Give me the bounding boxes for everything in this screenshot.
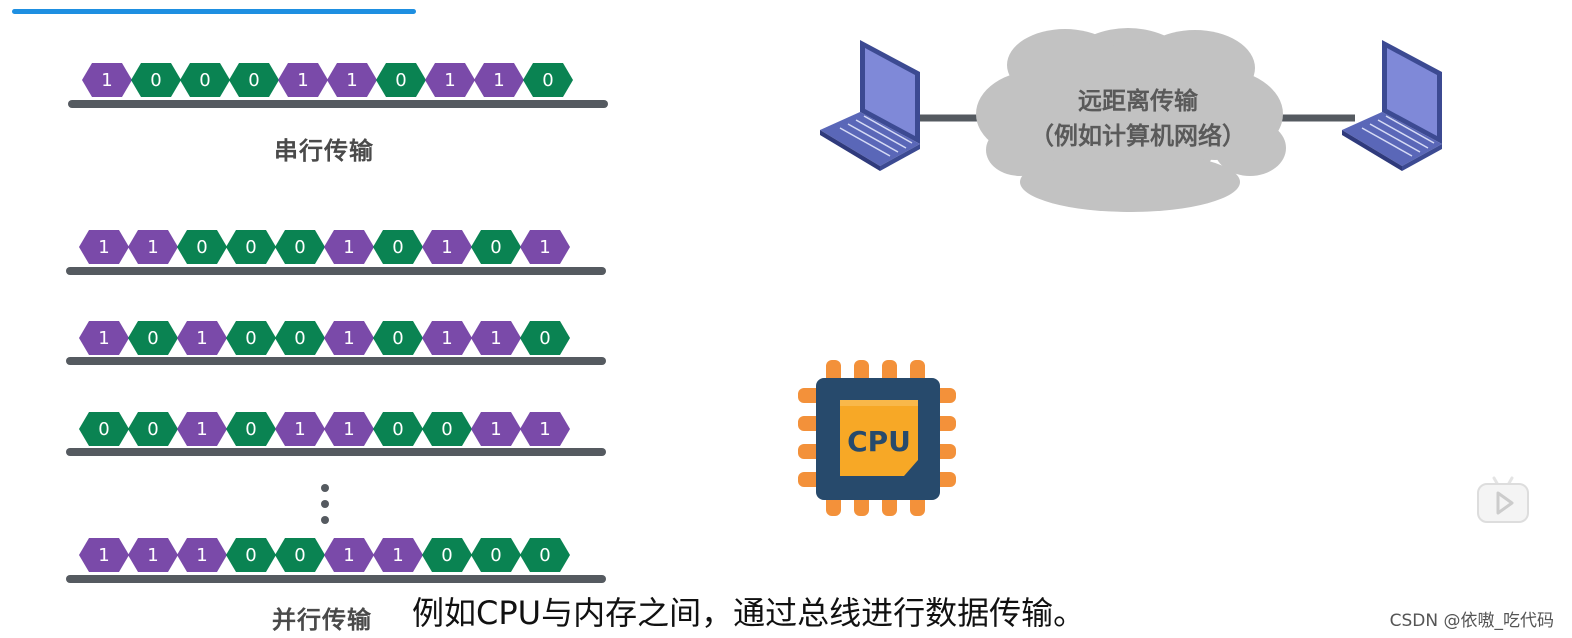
- bit-cell: 1: [373, 538, 423, 572]
- bit-cell: 0: [422, 412, 472, 446]
- parallel-line: [66, 575, 606, 583]
- bit-cell: 1: [327, 63, 377, 97]
- bit-cell: 0: [180, 63, 230, 97]
- parallel-line: [66, 267, 606, 275]
- bit-cell: 1: [128, 230, 178, 264]
- cpu-icon: CPU: [798, 360, 956, 516]
- bit-cell: 1: [177, 538, 227, 572]
- bit-cell: 0: [471, 230, 521, 264]
- bit-cell: 1: [177, 321, 227, 355]
- bit-cell: 1: [79, 230, 129, 264]
- serial-line: [68, 100, 608, 108]
- network-diagram: [820, 28, 1442, 212]
- bit-cell: 1: [324, 321, 374, 355]
- cloud-icon: [976, 28, 1286, 212]
- csdn-watermark: CSDN @依嗷_吃代码: [1389, 611, 1554, 631]
- bit-cell: 0: [226, 230, 276, 264]
- bit-cell: 0: [131, 63, 181, 97]
- bit-cell: 0: [376, 63, 426, 97]
- parallel-line: [66, 448, 606, 456]
- bit-cell: 0: [471, 538, 521, 572]
- bit-cell: 1: [520, 412, 570, 446]
- bit-cell: 0: [275, 230, 325, 264]
- bit-cell: 1: [425, 63, 475, 97]
- bit-cell: 1: [520, 230, 570, 264]
- cloud-title: 远距离传输: [1078, 87, 1198, 115]
- bit-cell: 0: [373, 321, 423, 355]
- bit-cell: 1: [471, 412, 521, 446]
- bit-cell: 0: [79, 412, 129, 446]
- bit-cell: 0: [177, 230, 227, 264]
- bit-cell: 1: [324, 230, 374, 264]
- bit-cell: 0: [373, 230, 423, 264]
- laptop-icon: [1342, 40, 1442, 171]
- play-icon[interactable]: [1476, 476, 1530, 524]
- bit-cell: 1: [79, 538, 129, 572]
- bit-cell: 0: [520, 321, 570, 355]
- cloud-subtitle: （例如计算机网络）: [1030, 122, 1246, 150]
- bit-cell: 0: [275, 538, 325, 572]
- bit-cell: 1: [278, 63, 328, 97]
- cpu-label: CPU: [847, 425, 911, 458]
- bit-cell: 0: [128, 412, 178, 446]
- bit-cell: 1: [275, 412, 325, 446]
- bit-cell: 1: [79, 321, 129, 355]
- serial-label: 串行传输: [274, 137, 374, 165]
- bit-cell: 0: [226, 321, 276, 355]
- bit-cell: 1: [324, 412, 374, 446]
- parallel-line: [66, 357, 606, 365]
- laptop-icon: [820, 40, 920, 171]
- bit-cell: 0: [226, 412, 276, 446]
- bit-cell: 0: [520, 538, 570, 572]
- bit-cell: 1: [128, 538, 178, 572]
- bit-cell: 1: [324, 538, 374, 572]
- bit-cell: 1: [422, 321, 472, 355]
- bit-cell: 1: [471, 321, 521, 355]
- ellipsis-dots: [320, 484, 330, 526]
- video-subtitle: 例如CPU与内存之间，通过总线进行数据传输。: [412, 594, 1086, 632]
- bit-cell: 1: [177, 412, 227, 446]
- bit-cell: 0: [128, 321, 178, 355]
- bit-cell: 0: [275, 321, 325, 355]
- parallel-label: 并行传输: [272, 606, 372, 634]
- bit-cell: 1: [474, 63, 524, 97]
- bit-cell: 1: [422, 230, 472, 264]
- bit-cell: 0: [229, 63, 279, 97]
- bit-cell: 0: [373, 412, 423, 446]
- bit-cell: 0: [523, 63, 573, 97]
- bit-cell: 0: [422, 538, 472, 572]
- bit-cell: 1: [82, 63, 132, 97]
- bit-cell: 0: [226, 538, 276, 572]
- video-progress-bar[interactable]: [12, 9, 416, 14]
